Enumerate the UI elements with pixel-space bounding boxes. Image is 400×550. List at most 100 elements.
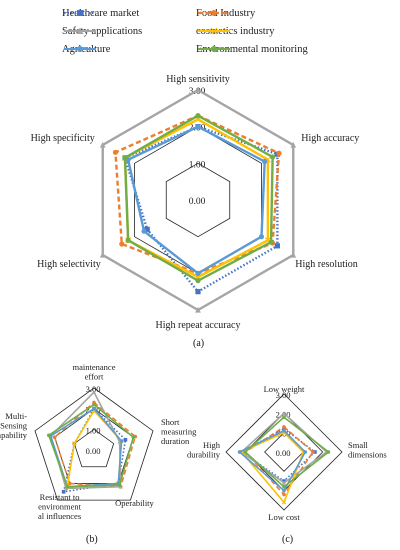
data-point-safety-applications [290, 251, 297, 258]
data-point-food-industry [276, 150, 282, 156]
legend-label: Safety applications [62, 26, 143, 37]
grid-ring [73, 428, 115, 468]
legend-marker [77, 10, 83, 16]
data-point-healthcare-market [282, 427, 286, 431]
data-point-environmental-monitoring [268, 239, 274, 245]
data-point-safety-applications [195, 86, 201, 93]
data-point-healthcare-market [123, 437, 128, 442]
legend-marker [210, 27, 218, 35]
legend-swatch-cosmetics-industry [198, 27, 230, 35]
legend-item-food-industry: Food Industry [196, 8, 255, 19]
data-point-food-industry [112, 149, 119, 155]
data-point-food-industry [52, 435, 57, 440]
axis-label-high-sensitivity: High sensitivity [166, 74, 230, 85]
legend-item-cosmetics-industry: cosmetics industry [196, 26, 274, 37]
data-point-safety-applications [195, 306, 201, 313]
axis-label-operability: Operability [115, 498, 154, 508]
data-point-safety-applications [99, 251, 106, 258]
data-point-environmental-monitoring [92, 402, 96, 407]
axis-label-high-specificity: High specificity [31, 133, 95, 144]
legend-marker [211, 46, 217, 52]
data-point-environmental-monitoring [282, 485, 286, 489]
data-point-food-industry [119, 241, 125, 247]
legend-item-healthcare-market: Healthcare market [62, 8, 139, 19]
data-point-environmental-monitoring [282, 415, 286, 420]
tick-label: 0.00 [189, 197, 206, 207]
legend-label: Healthcare market [62, 8, 140, 19]
legend: Healthcare market Food Industry Safety a… [0, 0, 400, 64]
data-point-environmental-monitoring [65, 484, 70, 489]
panel-label-c: (c) [282, 534, 294, 545]
tick-label: 0.00 [86, 446, 101, 456]
tick-label: 3.00 [276, 390, 291, 400]
axis-label-high-resolution: High resolution [295, 259, 358, 270]
data-point-food-industry [311, 450, 315, 454]
legend-swatch-environmental-monitoring [198, 46, 230, 52]
data-point-agriculture [303, 450, 308, 454]
panel-label-b: (b) [86, 534, 98, 545]
data-point-environmental-monitoring [270, 154, 276, 160]
legend-item-safety-applications: Safety applications [62, 26, 142, 37]
data-point-safety-applications [118, 484, 123, 489]
legend-item-agriculture: Agriculture [62, 44, 110, 55]
data-point-agriculture [195, 124, 201, 130]
data-point-environmental-monitoring [122, 155, 128, 161]
data-point-safety-applications [92, 389, 96, 394]
data-point-agriculture [195, 270, 201, 276]
tick-label: 1.00 [189, 160, 206, 170]
grid-ring [34, 387, 154, 501]
data-point-agriculture [92, 406, 96, 411]
legend-swatch-food-industry [198, 10, 230, 16]
legend-label: cosmetics industry [196, 26, 275, 37]
data-point-healthcare-market [313, 450, 317, 454]
data-point-cosmetics-industry [281, 500, 287, 505]
data-point-environmental-monitoring [131, 435, 136, 440]
panel-label-a: (a) [193, 338, 205, 349]
legend-marker [76, 27, 84, 34]
data-point-food-industry [282, 425, 286, 429]
data-point-healthcare-market [274, 243, 280, 249]
axis-label-high-accuracy: High accuracy [301, 133, 359, 144]
axis-label-multi-sensing-capability: Multi-Sensingcapability [0, 411, 28, 440]
data-point-environmental-monitoring [195, 278, 201, 284]
tick-label: 1.00 [86, 425, 101, 435]
tick-label: 3.00 [86, 384, 101, 394]
data-point-safety-applications [99, 141, 106, 148]
data-point-healthcare-market [144, 226, 150, 232]
data-point-food-industry [282, 492, 286, 497]
grid-ring [225, 393, 343, 511]
tick-label: 0.00 [276, 448, 291, 458]
data-point-safety-applications [282, 411, 286, 416]
legend-marker [211, 10, 217, 16]
data-point-agriculture [141, 228, 147, 234]
grid-ring [165, 162, 231, 238]
axis-label-high-selectivity: High selectivity [37, 259, 101, 270]
legend-swatch-safety-applications [64, 27, 96, 34]
data-point-safety-applications [290, 141, 297, 148]
data-point-agriculture [258, 234, 265, 240]
data-point-environmental-monitoring [117, 483, 122, 487]
data-point-agriculture [282, 488, 286, 493]
series-line-environmental-monitoring [47, 403, 135, 488]
data-point-agriculture [119, 439, 124, 443]
legend-swatch-healthcare-market [64, 10, 96, 16]
axis-label-low-cost: Low cost [268, 512, 300, 522]
legend-item-environmental-monitoring: Environmental monitoring [196, 44, 308, 55]
axis-label-high-repeat-accuracy: High repeat accuracy [156, 320, 241, 331]
data-point-environmental-monitoring [46, 433, 51, 438]
data-point-healthcare-market [61, 489, 66, 494]
data-point-cosmetics-industry [72, 441, 77, 446]
data-point-healthcare-market [195, 289, 201, 295]
axis-label-low-weight: Low weight [264, 384, 305, 394]
data-point-food-industry [67, 481, 72, 486]
legend-marker [77, 46, 83, 52]
radar-chart-b: 0.001.002.003.00maintenanceeffortShortme… [0, 362, 197, 521]
legend-swatch-agriculture [64, 46, 96, 52]
data-point-environmental-monitoring [125, 237, 131, 243]
